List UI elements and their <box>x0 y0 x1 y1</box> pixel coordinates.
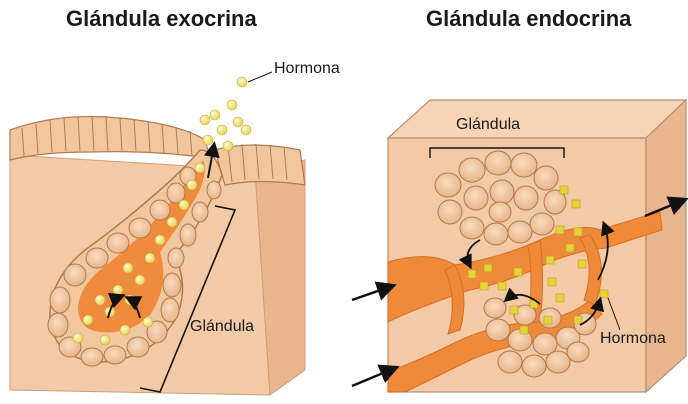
exocrine-hormone-label: Hormona <box>274 60 340 78</box>
exocrine-gland-label: Glándula <box>190 318 254 336</box>
endocrine-diagram <box>352 100 686 392</box>
endocrine-arrow-in-upper <box>352 286 392 300</box>
exocrine-diagram <box>10 72 305 395</box>
endocrine-tissue-side <box>646 100 686 392</box>
endocrine-hormone-label: Hormona <box>600 330 666 348</box>
endocrine-gland-label: Glándula <box>456 116 520 134</box>
exocrine-epithelium-left <box>10 117 210 161</box>
endocrine-tissue-top <box>388 100 686 138</box>
exocrine-hormone-leader <box>248 72 272 82</box>
